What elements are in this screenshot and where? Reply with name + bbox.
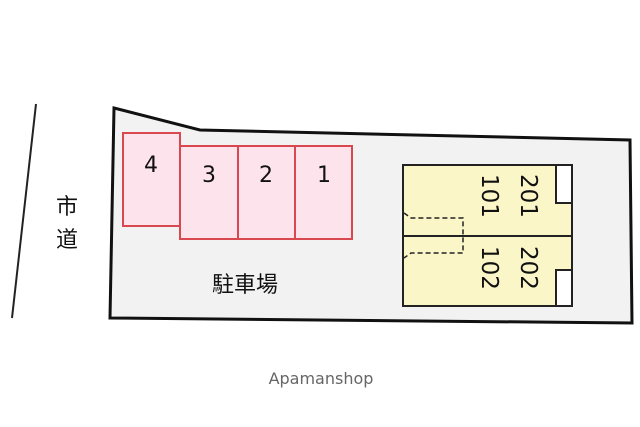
- parking-spot-2: [237, 145, 296, 240]
- parking-spot-4: [122, 132, 181, 227]
- watermark: Apamanshop: [269, 369, 374, 388]
- balcony-notch-upper: [555, 164, 573, 204]
- unit-202: 202: [515, 246, 541, 290]
- parking-spots: [122, 132, 353, 240]
- unit-101: 101: [476, 174, 502, 218]
- road-label-2: 道: [56, 228, 78, 253]
- road-edge: [11, 103, 37, 319]
- unit-201: 201: [515, 174, 541, 218]
- parking-label: 駐車場: [212, 273, 278, 298]
- parking-spot-3: [179, 145, 239, 240]
- spot-label-1: 1: [317, 163, 331, 188]
- spot-label-3: 3: [202, 163, 216, 188]
- building: 201 101 202 102: [402, 164, 573, 307]
- spot-label-4: 4: [144, 153, 158, 178]
- parking-spot-1: [294, 145, 353, 240]
- road-label-1: 市: [56, 195, 78, 220]
- balcony-notch-lower: [555, 269, 573, 307]
- spot-label-2: 2: [259, 163, 273, 188]
- unit-102: 102: [476, 246, 502, 290]
